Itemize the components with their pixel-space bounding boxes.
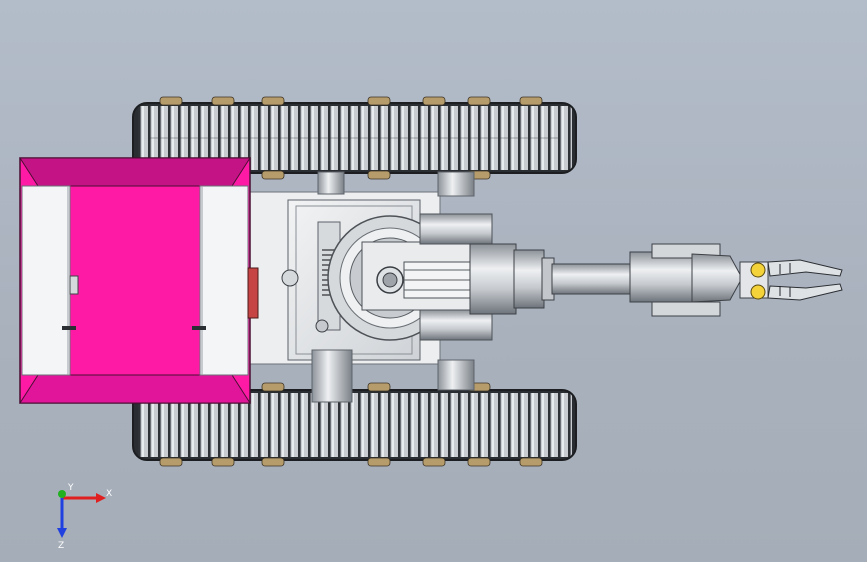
storage-bin[interactable] xyxy=(19,157,251,404)
lower-track-bolts xyxy=(159,382,543,467)
arm-tube[interactable] xyxy=(551,263,635,295)
y-axis-label: Y xyxy=(67,483,74,493)
axle-tubes xyxy=(311,171,475,403)
shoulder-joint[interactable] xyxy=(469,243,555,315)
upper-track-bolts xyxy=(159,96,543,180)
wrist-housing[interactable] xyxy=(629,243,743,317)
z-arrow-icon xyxy=(57,528,67,538)
turret-carriage[interactable] xyxy=(361,213,493,341)
x-arrow-icon xyxy=(96,493,106,503)
z-axis-label: Z xyxy=(58,541,64,550)
y-axis-icon xyxy=(58,490,66,498)
bin-latch xyxy=(247,267,259,319)
coordinate-triad[interactable]: X Y Z xyxy=(48,480,118,550)
pivot-bolt xyxy=(281,269,299,287)
x-axis-label: X xyxy=(106,489,112,499)
gripper[interactable] xyxy=(739,259,843,301)
